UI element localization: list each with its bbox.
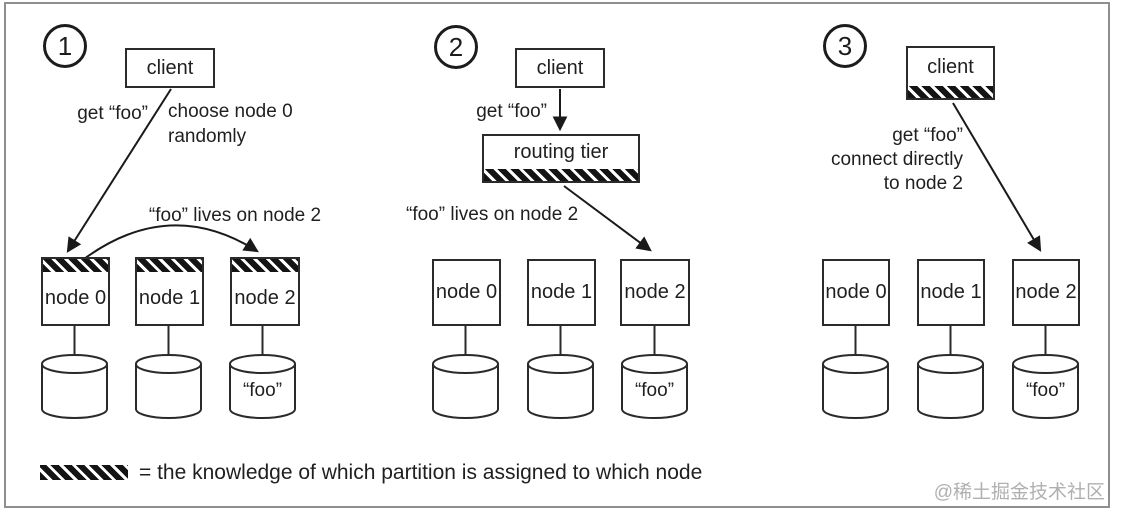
node-label: node 1	[138, 286, 201, 309]
panel-2-node0-box: node 0	[432, 259, 501, 326]
arrow-client-to-node2	[952, 102, 1042, 252]
panel-3-number-badge: 3	[823, 24, 867, 68]
node-label: node 2	[234, 286, 296, 309]
database-cylinders	[41, 354, 1079, 419]
watermark: @稀土掘金技术社区	[933, 482, 1105, 503]
panel-3-db-value: “foo”	[1025, 380, 1066, 401]
arrow-routing-tier-to-node2	[563, 185, 652, 252]
legend-text: = the knowledge of which partition is as…	[139, 461, 703, 484]
panel-number: 1	[57, 30, 73, 61]
partition-knowledge-hatch	[43, 259, 108, 272]
client-label: client	[927, 55, 974, 78]
panel-1-choose-note: choose node 0 randomly	[168, 101, 293, 147]
node-label: node 1	[920, 281, 982, 303]
legend-hatch-swatch	[40, 465, 128, 480]
panel-1-client-box: client	[125, 48, 215, 88]
client-label: client	[536, 56, 584, 79]
node-db-connectors	[73, 326, 1047, 357]
panel-3-node1-box: node 1	[917, 259, 985, 326]
database-cylinder-p2-node0	[432, 354, 499, 419]
panel-1-db-value: “foo”	[242, 380, 283, 401]
node-label: node 0	[44, 286, 107, 309]
node-label: node 1	[530, 281, 593, 303]
panel-3-node0-box: node 0	[822, 259, 890, 326]
panel-2-client-box: client	[515, 48, 605, 88]
database-cylinder-p3-node2	[1012, 354, 1079, 419]
partition-knowledge-hatch	[484, 169, 638, 181]
panel-1-node2-box: node 2	[230, 257, 300, 326]
routing-tier-label: routing tier	[513, 141, 609, 163]
panel-3-client-box: client	[906, 46, 995, 100]
node-label: node 0	[825, 281, 887, 303]
node-label: node 2	[624, 281, 686, 303]
panel-number: 3	[837, 30, 853, 61]
panel-1-node1-box: node 1	[135, 257, 204, 326]
client-label: client	[146, 56, 194, 79]
partition-knowledge-hatch	[908, 86, 993, 98]
node-label: node 0	[435, 281, 498, 303]
panel-1-request-label: get “foo”	[77, 103, 148, 124]
database-cylinder-p3-node0	[822, 354, 889, 419]
panel-2-arc-label: “foo” lives on node 2	[406, 204, 579, 225]
panel-2-number-badge: 2	[434, 25, 478, 69]
database-cylinder-p3-node1	[917, 354, 984, 419]
panel-2-node1-box: node 1	[527, 259, 596, 326]
database-cylinder-p1-node0	[41, 354, 108, 419]
node-label: node 2	[1015, 281, 1077, 303]
arrow-client-to-node0	[66, 88, 172, 253]
partition-knowledge-hatch	[137, 259, 202, 272]
panel-1-node0-box: node 0	[41, 257, 110, 326]
panel-2-db-value: “foo”	[634, 380, 675, 401]
panel-1-arc-label: “foo” lives on node 2	[148, 205, 322, 226]
database-cylinder-p2-node1	[527, 354, 594, 419]
panel-3-node2-box: node 2	[1012, 259, 1080, 326]
panel-3-connect-note: get “foo” connect directly to node 2	[830, 125, 963, 194]
panel-2-node2-box: node 2	[620, 259, 690, 326]
database-cylinder-p2-node2	[621, 354, 688, 419]
panel-number: 2	[448, 31, 464, 62]
panel-2-routing-tier-box: routing tier	[482, 134, 640, 183]
panel-2-request-label: get “foo”	[476, 101, 547, 122]
database-cylinder-p1-node2	[229, 354, 296, 419]
arrow-forward-node0-to-node2	[83, 224, 259, 260]
partition-knowledge-hatch	[232, 259, 298, 272]
panel-1-number-badge: 1	[43, 24, 87, 68]
database-cylinder-p1-node1	[135, 354, 202, 419]
